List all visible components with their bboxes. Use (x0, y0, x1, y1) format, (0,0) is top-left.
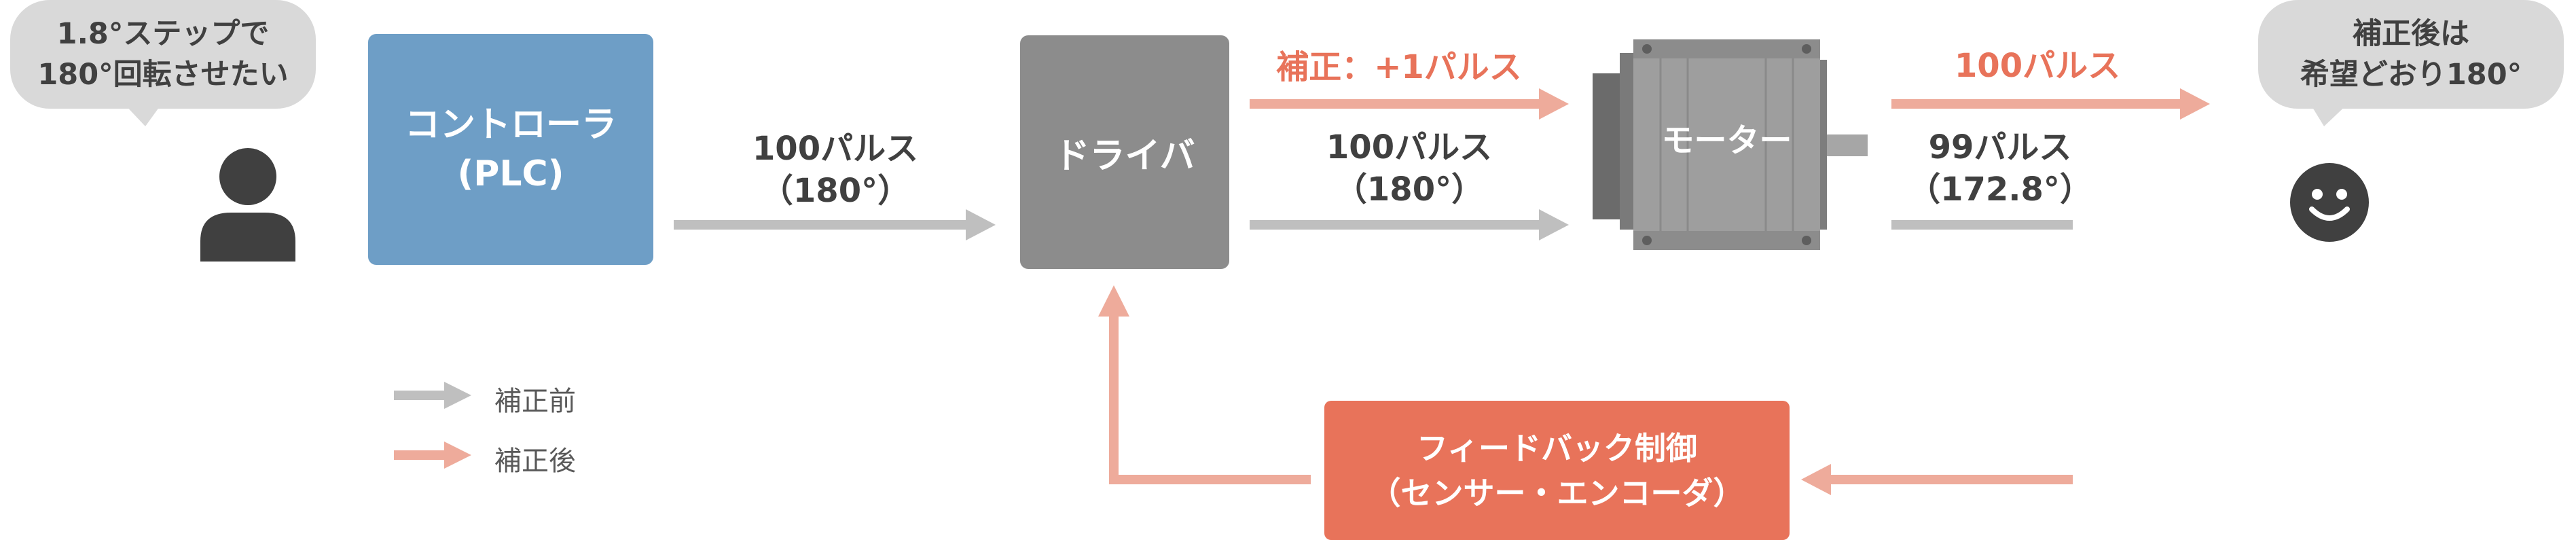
controller-line1: コントローラ (404, 105, 617, 145)
motor: モーター (1593, 39, 1868, 250)
label-correction: 補正：+1パルス (1276, 48, 1522, 86)
legend-arrow-before (394, 382, 471, 409)
arrow-driver-to-motor-after (1250, 88, 1569, 120)
driver-label: ドライバ (1054, 135, 1195, 177)
label-motor-out-after: 100パルス (1954, 47, 2121, 85)
label-ctrl-driver-line1: 100パルス (752, 130, 919, 168)
controller-line2: (PLC) (457, 154, 564, 194)
arrow-motor-out-after (1891, 88, 2210, 120)
arrow-controller-to-driver (674, 209, 996, 240)
label-driver-to-motor: 100パルス （180°） (1260, 126, 1559, 211)
bubble-left-line2: 180°回転させたい (37, 58, 289, 92)
stepper-motor-icon (1593, 39, 1868, 250)
label-ctrl-driver-line2: （180°） (760, 172, 911, 210)
legend-before: 補正前 (494, 386, 576, 417)
label-motor-out-before: 99パルス （172.8°） (1864, 126, 2136, 211)
motor-label: モーター (1661, 122, 1792, 160)
driver-box: ドライバ (1020, 35, 1229, 269)
arrow-driver-to-motor-before (1250, 209, 1569, 240)
feedback-path-left (1098, 285, 1311, 484)
label-controller-to-driver: 100パルス （180°） (693, 128, 978, 212)
label-motor-out-line1: 99パルス (1928, 128, 2072, 166)
label-motor-out-line2: （172.8°） (1908, 170, 2092, 209)
label-driver-motor-line2: （180°） (1334, 170, 1485, 209)
speech-bubble-right: 補正後は 希望どおり180° (2258, 0, 2564, 109)
feedback-box: フィードバック制御 （センサー・エンコーダ） (1324, 401, 1790, 540)
bubble-right-line2: 希望どおり180° (2300, 58, 2522, 92)
controller-box: コントローラ (PLC) (368, 34, 653, 265)
legend-arrow-after (394, 442, 471, 469)
feedback-line1: フィードバック制御 (1416, 429, 1698, 467)
legend-after: 補正後 (494, 446, 576, 477)
bubble-right-line1: 補正後は (2353, 17, 2469, 51)
feedback-path-right (1801, 220, 2073, 495)
bubble-left-tail (122, 102, 163, 126)
bubble-left-line1: 1.8°ステップで (56, 17, 270, 51)
bubble-right-tail (2309, 102, 2350, 126)
label-driver-motor-line1: 100パルス (1326, 128, 1493, 166)
smiley-icon (2290, 163, 2369, 242)
speech-bubble-left: 1.8°ステップで 180°回転させたい (10, 0, 316, 109)
person-icon (200, 148, 295, 262)
feedback-line2: （センサー・エンコーダ） (1369, 474, 1745, 511)
